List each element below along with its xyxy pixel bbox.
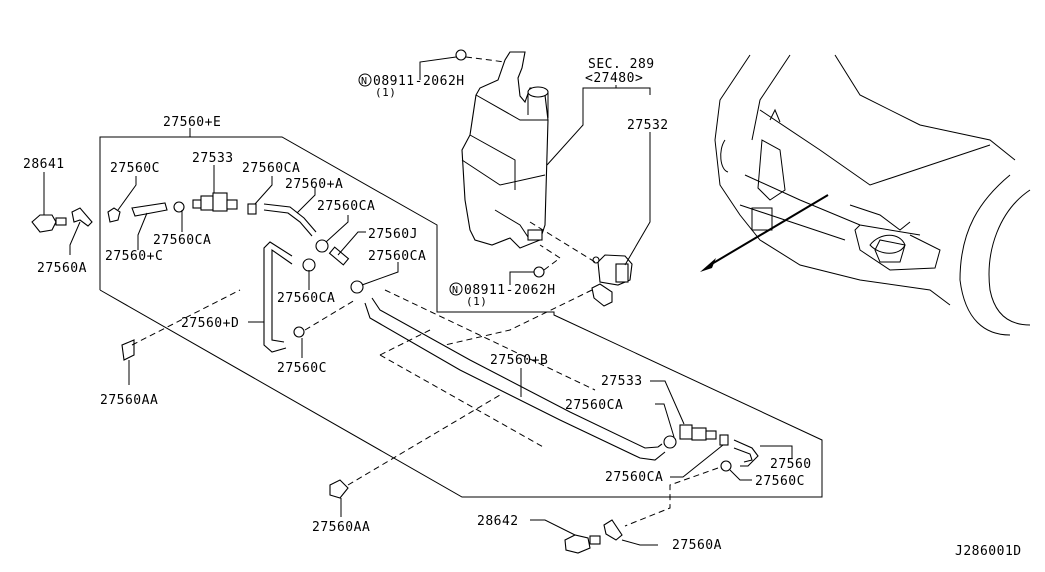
label-27533-lower: 27533	[601, 374, 643, 389]
label-27560: 27560	[770, 457, 812, 472]
nut-symbol-icon	[358, 73, 372, 87]
bolt-top	[455, 49, 506, 63]
label-27560-plus-a: 27560+A	[285, 177, 343, 192]
label-27533-upper: 27533	[192, 151, 234, 166]
hose-27560c-plus	[131, 202, 168, 250]
hose-27560	[733, 439, 793, 467]
bolt-bottom	[533, 244, 561, 278]
hose-27560-plus-d	[248, 241, 293, 353]
label-27560-plus-d: 27560+D	[181, 316, 239, 331]
label-28642: 28642	[477, 514, 519, 529]
clamp-27560ca-4	[302, 258, 316, 290]
label-sec-289-sub: <27480>	[585, 71, 643, 86]
label-27560ca-lower-2: 27560CA	[605, 470, 663, 485]
nozzle-left	[31, 172, 93, 255]
label-27560ca-mid-1: 27560CA	[368, 249, 426, 264]
label-27560ca-upper-1: 27560CA	[242, 161, 300, 176]
check-valve-27533-1	[192, 165, 238, 212]
label-bolt-top: 08911-2062H	[373, 74, 465, 89]
clamp-27560ca-5	[350, 262, 399, 294]
label-27560ca-upper-2: 27560CA	[317, 199, 375, 214]
clamp-27560ca-3	[315, 215, 349, 253]
check-valve-27533-2	[650, 380, 717, 441]
label-27532: 27532	[627, 118, 669, 133]
clip-27560aa-right	[329, 394, 501, 517]
hose-27560-plus-b	[364, 297, 666, 461]
clamp-27560ca-7	[670, 434, 729, 478]
label-bolt-bottom-qty: (1)	[466, 295, 487, 308]
hose-27560-plus-a	[263, 187, 317, 237]
label-27560aa-left: 27560AA	[100, 393, 158, 408]
clamp-27560ca-2	[247, 176, 273, 215]
label-bolt-bottom: 08911-2062H	[464, 283, 556, 298]
label-27560c-upper: 27560C	[110, 161, 160, 176]
label-27560c-right: 27560C	[755, 474, 805, 489]
connector-27560j	[328, 231, 366, 266]
clip-27560c-lower	[293, 326, 305, 358]
clip-27560c-upper	[107, 176, 137, 223]
vehicle-front-illustration	[700, 54, 1031, 336]
nut-symbol-icon	[449, 282, 463, 296]
label-27560a-left: 27560A	[37, 261, 87, 276]
label-27560a-right: 27560A	[672, 538, 722, 553]
label-27560ca-lower-1: 27560CA	[565, 398, 623, 413]
diagram-reference-code: J286001D	[955, 544, 1022, 559]
nut-symbol-bottom: N	[452, 285, 459, 296]
nut-symbol-top: N	[361, 76, 368, 87]
leader-sec-289	[546, 85, 651, 266]
clip-27560c-right	[720, 460, 752, 481]
nozzle-right	[530, 519, 658, 554]
label-sec-289: SEC. 289	[588, 57, 655, 72]
label-28641: 28641	[23, 157, 65, 172]
label-27560aa-right: 27560AA	[312, 520, 370, 535]
label-27560-plus-c: 27560+C	[105, 249, 163, 264]
label-27560-plus-e: 27560+E	[163, 115, 221, 130]
clamp-27560ca-6	[655, 403, 677, 449]
washer-pump	[591, 254, 633, 307]
assembly-boundary	[99, 128, 823, 498]
clip-27560aa-left	[121, 289, 241, 385]
label-27560-plus-b: 27560+B	[490, 353, 548, 368]
clamp-27560ca-1	[173, 201, 185, 232]
label-bolt-top-qty: (1)	[375, 86, 396, 99]
label-27560ca-upper-3: 27560CA	[153, 233, 211, 248]
label-27560c-lower: 27560C	[277, 361, 327, 376]
part-labels: 27560+E 28641 27560C 27533 27560CA 27560…	[23, 57, 1022, 559]
label-27560ca-mid-2: 27560CA	[277, 291, 335, 306]
washer-tank	[461, 51, 549, 249]
label-27560j: 27560J	[368, 227, 418, 242]
